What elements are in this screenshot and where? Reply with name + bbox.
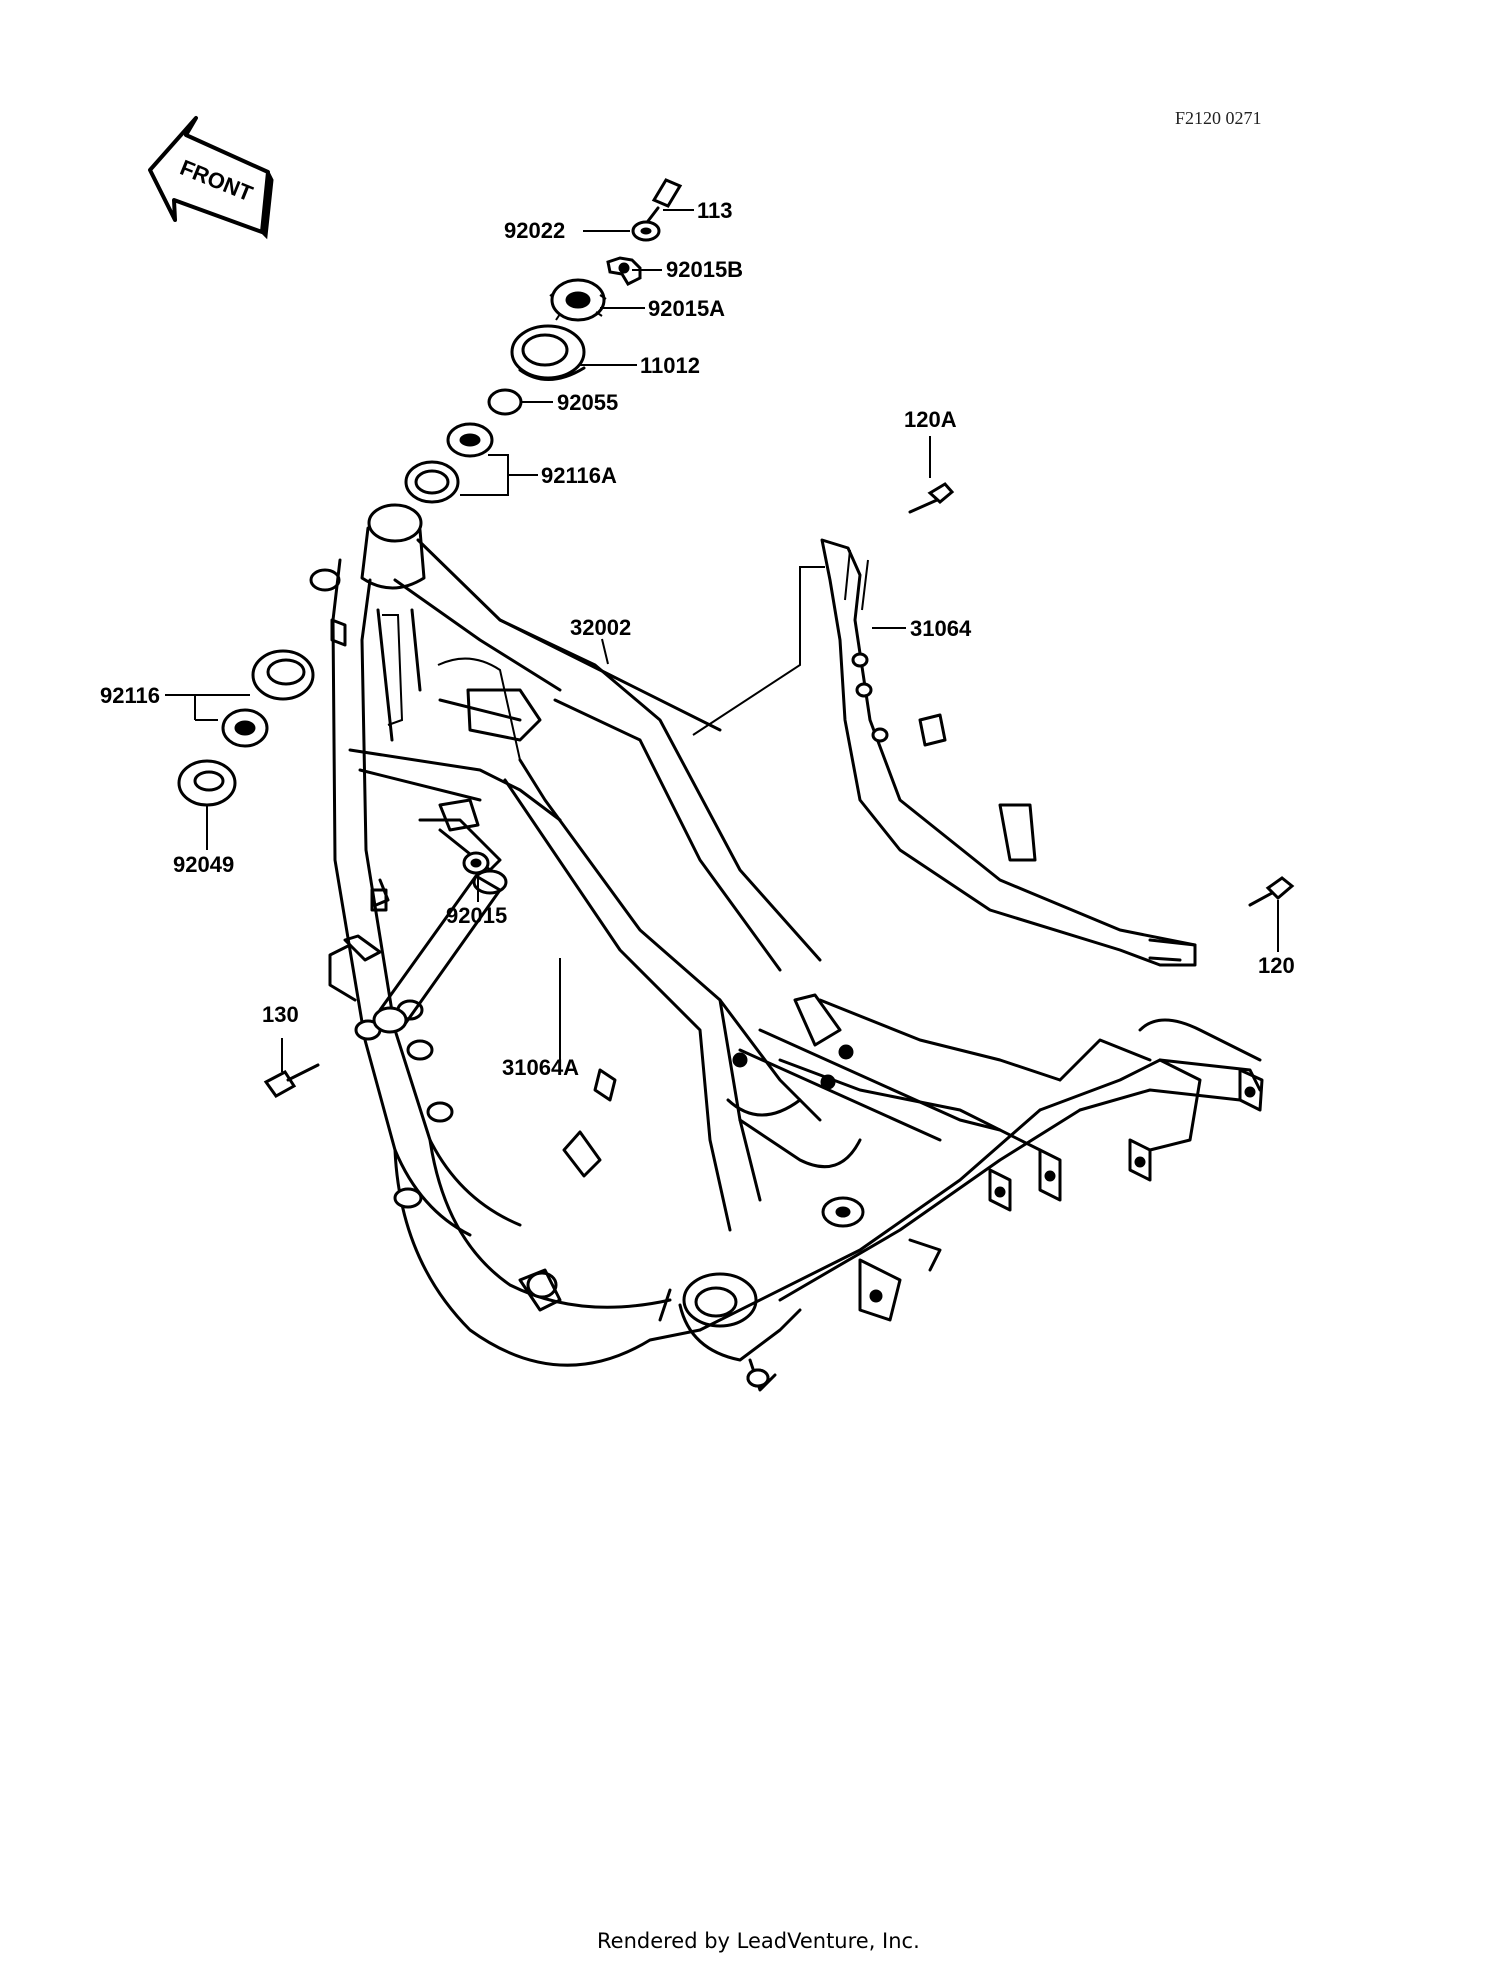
label-130: 130 [262,1002,299,1027]
rear-frame-31064 [820,538,1197,967]
bolt-120a-icon [908,482,955,514]
label-92055: 92055 [557,390,618,415]
main-frame-32002 [309,503,1264,1392]
footer-credit: Rendered by LeadVenture, Inc. [597,1929,920,1953]
cap-11012-icon [510,324,586,381]
label-92116: 92116 [100,683,160,708]
seal-92049-icon [177,759,237,807]
lock-nut-92015b-icon [606,256,642,286]
label-92015b: 92015B [666,257,743,282]
bolt-130-icon [263,1063,320,1098]
nut-92015a-icon [549,278,607,322]
label-113: 113 [697,198,733,223]
bearing-92116-icon [221,649,315,748]
front-arrow-icon: FRONT [148,116,274,240]
washer-92022-icon [631,220,661,242]
label-92015a: 92015A [648,296,725,321]
label-92116a: 92116A [541,463,617,488]
bearing-92116a-icon [404,422,494,504]
bolt-113-icon [643,178,683,227]
label-31064: 31064 [910,616,972,641]
label-120a: 120A [904,407,957,432]
reference-code: F2120 0271 [1175,108,1262,128]
label-120: 120 [1258,953,1295,978]
o-ring-92055-icon [487,388,523,416]
nut-92015-icon [462,851,490,875]
label-92015: 92015 [446,903,507,928]
label-31064a: 31064A [502,1055,579,1080]
label-92022: 92022 [504,218,565,243]
bolt-120-icon [1248,876,1295,907]
leader-lines [165,209,1279,1072]
label-32002: 32002 [570,615,631,640]
label-92049: 92049 [173,852,234,877]
label-11012: 11012 [640,353,700,378]
